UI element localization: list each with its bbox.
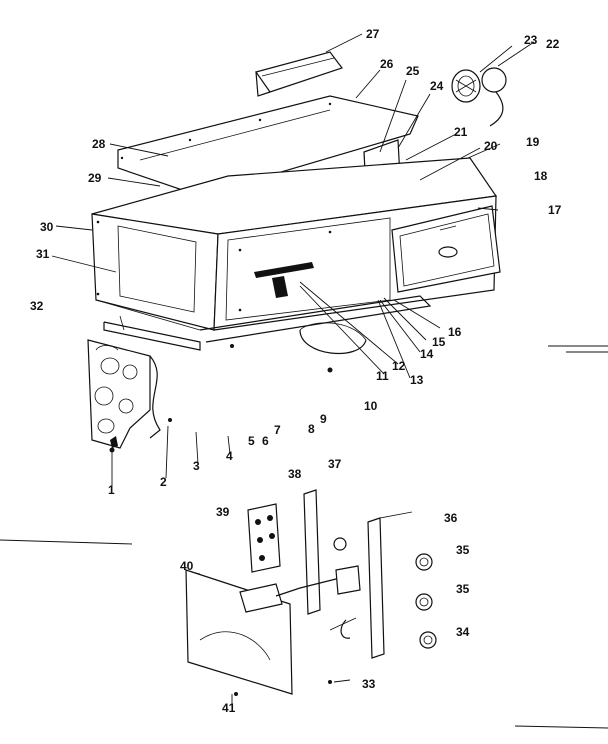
part-label-7: 7: [274, 423, 281, 437]
part-label-4: 4: [226, 449, 233, 463]
part-17-door: [391, 205, 501, 293]
part-label-14: 14: [420, 347, 434, 361]
part-label-31: 31: [36, 247, 50, 261]
lower-rail: [103, 315, 201, 351]
part-32-control-panel: [87, 339, 161, 449]
part-label-21: 21: [454, 125, 468, 139]
part-label-23: 23: [524, 33, 538, 47]
part-label-2: 2: [160, 475, 167, 489]
part-label-30: 30: [40, 220, 54, 234]
part-label-33: 33: [362, 677, 376, 691]
part-35-knob-middle: [415, 593, 433, 611]
part-26-top-cover: [117, 95, 419, 197]
part-40-lower-panel: [185, 565, 361, 695]
part-label-35: 35: [456, 582, 470, 596]
part-label-24: 24: [430, 79, 444, 93]
part-label-12: 12: [392, 359, 406, 373]
part-label-5: 5: [248, 434, 255, 448]
part-27-bracket: [255, 51, 343, 97]
part-label-38: 38: [288, 467, 302, 481]
part-label-27: 27: [366, 27, 380, 41]
part-22-fan-motor: [481, 67, 507, 127]
part-39-terminal-block: [247, 503, 281, 573]
part-label-10: 10: [364, 399, 378, 413]
part-label-20: 20: [484, 139, 498, 153]
part-label-18: 18: [534, 169, 548, 183]
part-label-28: 28: [92, 137, 106, 151]
part-label-3: 3: [193, 459, 200, 473]
part-label-26: 26: [380, 57, 394, 71]
part-label-25: 25: [406, 64, 420, 78]
part-label-40: 40: [180, 559, 194, 573]
screws: [109, 344, 333, 696]
part-label-11: 11: [376, 369, 389, 383]
part-label-13: 13: [410, 373, 424, 387]
part-34-knob-bottom: [419, 631, 437, 649]
part-label-19: 19: [526, 135, 540, 149]
part-35-knob-top: [415, 553, 433, 571]
part-label-17: 17: [548, 203, 562, 217]
part-label-15: 15: [432, 335, 446, 349]
leader-lines: [51, 33, 535, 706]
part-label-32: 32: [30, 299, 44, 313]
part-label-36: 36: [444, 511, 458, 525]
part-label-9: 9: [320, 412, 327, 426]
part-label-41: 41: [222, 701, 236, 715]
part-label-8: 8: [308, 422, 315, 436]
part-label-22: 22: [546, 37, 560, 51]
part-label-34: 34: [456, 625, 470, 639]
part-label-1: 1: [108, 483, 115, 497]
part-12-element: [254, 262, 367, 354]
part-label-39: 39: [216, 505, 230, 519]
part-label-29: 29: [88, 171, 102, 185]
part-38-bracket-bar: [303, 489, 321, 615]
part-label-37: 37: [328, 457, 342, 471]
part-label-6: 6: [262, 434, 269, 448]
part-23-fan-blower: [451, 69, 481, 103]
part-label-16: 16: [448, 325, 462, 339]
part-36-switch-strip: [333, 511, 413, 659]
part-label-35: 35: [456, 543, 470, 557]
